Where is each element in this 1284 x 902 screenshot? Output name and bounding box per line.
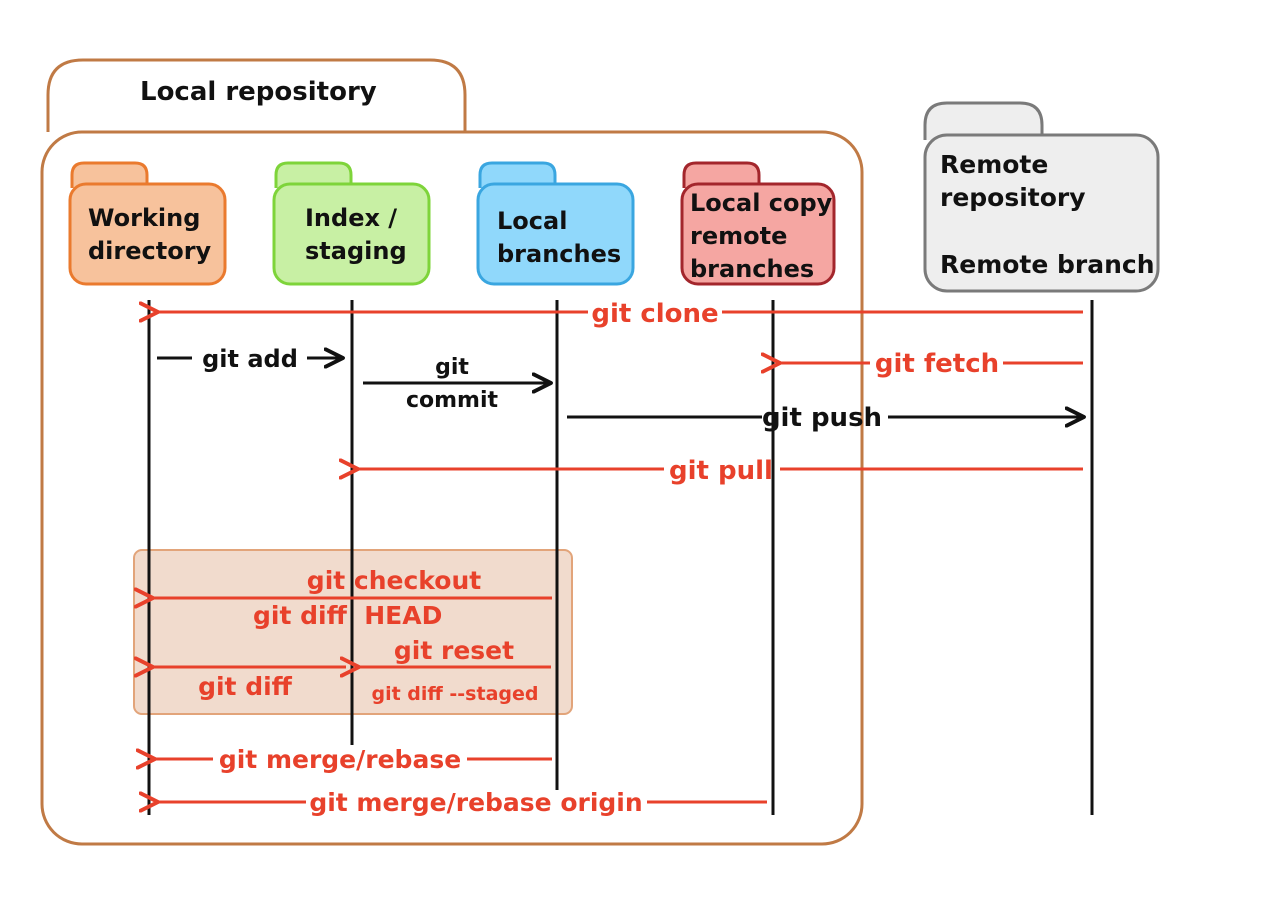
git-merge-rebase-label: git merge/rebase: [219, 745, 461, 774]
remote-branch-label: Remote branch: [940, 250, 1155, 279]
git-diff-arrow: git diff: [153, 667, 346, 701]
local-branches-folder: Local branches: [476, 161, 635, 286]
working-directory-line1: Working: [88, 204, 200, 232]
remote-repository-line1: Remote: [940, 150, 1048, 179]
git-commit-arrow: git commit: [363, 355, 551, 413]
local-copy-remote-branches-folder: Local copy remote branches: [680, 161, 836, 286]
git-reset-arrow: git reset git diff --staged: [359, 636, 551, 705]
index-staging-line1: Index /: [305, 204, 397, 232]
git-diff-head-label: git diff HEAD: [253, 601, 442, 630]
git-fetch-label: git fetch: [875, 349, 999, 379]
git-diff-label: git diff: [198, 672, 293, 701]
git-add-arrow: git add: [157, 345, 343, 373]
git-push-label: git push: [762, 403, 882, 433]
git-commit-label-line2: commit: [406, 388, 499, 413]
git-pull-label: git pull: [669, 456, 773, 486]
remote-repository-folder: Remote repository Remote branch: [923, 101, 1160, 293]
index-staging-line2: staging: [305, 237, 407, 265]
local-repository-title: Local repository: [140, 77, 377, 107]
index-staging-folder: Index / staging: [272, 161, 431, 286]
git-commit-label-line1: git: [435, 355, 469, 380]
git-merge-rebase-origin-label: git merge/rebase origin: [309, 788, 642, 817]
remote-copy-line1: Local copy: [690, 189, 833, 217]
remote-repository-line2: repository: [940, 183, 1086, 212]
git-add-label: git add: [202, 345, 298, 373]
git-pull-arrow: git pull: [358, 456, 1083, 486]
git-checkout-label: git checkout: [307, 566, 481, 595]
git-diff-staged-label: git diff --staged: [371, 683, 538, 705]
git-clone-label: git clone: [591, 299, 718, 329]
git-reset-label: git reset: [394, 636, 514, 665]
git-push-arrow: git push: [567, 403, 1084, 433]
remote-copy-line3: branches: [690, 255, 814, 283]
working-directory-folder: Working directory: [68, 161, 227, 286]
working-directory-line2: directory: [88, 237, 212, 265]
git-merge-rebase-origin-arrow: git merge/rebase origin: [158, 788, 767, 817]
remote-copy-line2: remote: [690, 222, 787, 250]
git-fetch-arrow: git fetch: [780, 349, 1083, 379]
local-branches-line2: branches: [497, 240, 621, 268]
git-checkout-arrow: git checkout git diff HEAD: [153, 566, 552, 630]
local-branches-line1: Local: [497, 207, 567, 235]
git-merge-rebase-arrow: git merge/rebase: [155, 745, 552, 774]
git-clone-arrow: git clone: [158, 299, 1083, 329]
